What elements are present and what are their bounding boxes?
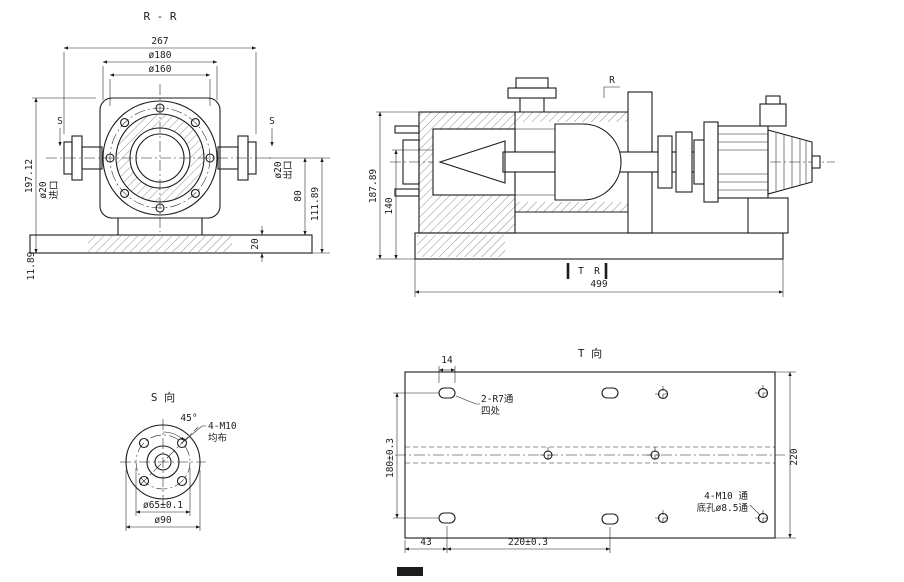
callout-evenly-spaced: 均布 [208,432,227,444]
bolt-holes [105,103,215,213]
dim-45deg: 45° [180,413,197,424]
stud-bolt-bottom [394,188,420,197]
hatched-ring [116,114,204,202]
section-r-top-mark [603,86,620,98]
stud-bolt-top [394,125,420,134]
callout-4-m10: 4-M10 [208,421,237,432]
dim-d160: ø160 [149,64,172,75]
view-s: S 向 45° 4-M10 均布 ø65±0.1 ø90 [120,390,237,531]
section-t-label: T [578,266,584,277]
outlet-port-right [217,135,257,181]
section-tr-bottom-marks [566,263,608,279]
dim-111-89: 111.89 [310,187,321,222]
dim-220-right: 220 [789,448,800,465]
view-s-title: S 向 [151,390,175,404]
flange-plate [99,97,221,219]
inlet-port-left [63,135,103,181]
dim-11-89: 11.89 [26,251,37,280]
flange-outer-circle [102,100,218,216]
dim-499: 499 [590,279,607,290]
s-callout-leader [181,425,206,444]
fan-cover [767,129,813,195]
callout-4-m10-thru: 4-M10 通 [704,491,748,502]
terminal-box-cap [765,95,781,105]
dim-267: 267 [151,36,168,47]
motor-body-fins [718,133,768,191]
t-dimensions [393,366,796,553]
view-rr: R - R [24,10,330,280]
dim-197-12: 197.12 [24,159,35,193]
coupling [657,131,705,193]
top-inlet-flange [507,77,557,112]
rr-dimensions [32,46,330,262]
s-outer-circle [125,424,201,500]
dim-14: 14 [441,355,453,366]
dim-180: 180±0.3 [385,438,396,478]
side-base-plate [414,232,784,260]
port-left-name-label: 进口 [49,180,60,199]
port-right-dia-label: ø20 [273,161,284,178]
pump-chamber-dome [554,123,622,201]
view-rr-title: R - R [143,10,176,23]
dim-80: 80 [293,190,304,202]
view-side-section: R T R 499 187.89 140 [368,75,835,297]
dim-d90: ø90 [154,515,171,526]
rr-centerlines [46,84,330,232]
casing-neck [515,111,628,213]
section-s-right-label: S [269,116,275,127]
dim-d65: ø65±0.1 [143,500,183,511]
dim-140: 140 [384,197,395,214]
dim-d180: ø180 [149,50,172,61]
dim-43: 43 [420,537,431,548]
conical-rotor [438,140,506,184]
section-r-top-label: R [609,75,615,86]
center-holes [540,447,663,463]
section-r-bottom-label: R [594,266,600,277]
rr-base [29,218,313,254]
bore-circle [135,133,185,183]
motor-foot [747,197,789,234]
port-left-dia-label: ø20 [38,181,49,198]
bolt-circle [109,107,211,209]
s-bolt-circle [135,434,191,490]
section-s-left-label: S [57,116,63,127]
fan-cover-fins [775,133,807,191]
terminal-box [759,103,787,127]
s-dimensions [125,468,201,531]
motor-flange [703,121,719,203]
s-centerlines [120,419,206,505]
motor-shaft-stub [811,155,821,169]
callout-2-r7: 2-R7通 [481,394,514,405]
view-t-title: T 向 [578,346,602,360]
pump-housing [394,111,516,234]
dim-20: 20 [250,238,261,250]
s-hub-circle [146,445,180,479]
side-dimensions [376,111,784,297]
sheet-mark [397,567,423,576]
gland-plate [402,139,420,185]
hole-callout-leader [749,504,761,516]
view-t: T 向 2-R7通 四处 4-M10 通 底孔ø [385,346,800,553]
motor-body [717,125,769,199]
corner-slots [438,387,619,525]
port-right-name-label: 出口 [282,160,294,179]
callout-4-places: 四处 [481,405,501,417]
slot-callout-leader [455,395,480,405]
dim-187-89: 187.89 [368,169,379,204]
dim-220-bottom: 220±0.3 [508,537,548,548]
mounting-holes [655,385,771,526]
angle-45-arc [162,431,185,441]
motor [703,95,821,234]
section-s-arrows [58,128,274,147]
callout-pilot-hole: 底孔ø8.5通 [697,502,749,514]
s-bore-circle [154,453,172,471]
